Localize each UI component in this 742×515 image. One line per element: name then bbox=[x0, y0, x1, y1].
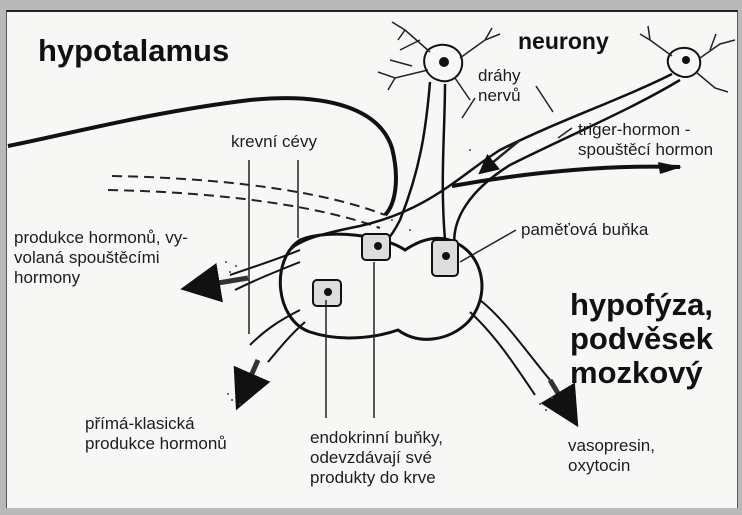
label-neurons: neurony bbox=[518, 28, 609, 54]
neuron-nucleus-left bbox=[439, 57, 449, 67]
label-endocrine-cells: endokrinní buňky, odevzdávají své produk… bbox=[310, 428, 443, 488]
label-vasopressin: vasopresin, oxytocin bbox=[568, 436, 655, 476]
label-pituitary: hypofýza, podvěsek mozkový bbox=[570, 288, 713, 390]
title-hypothalamus: hypotalamus bbox=[38, 34, 229, 68]
arrow-down-right-output bbox=[550, 380, 568, 410]
label-blood-vessels: krevní cévy bbox=[231, 132, 317, 152]
neuron-nucleus-right bbox=[682, 56, 690, 64]
blood-vessel-dashed-2 bbox=[108, 190, 380, 228]
vessel-branch-right bbox=[470, 300, 550, 395]
label-nerve-tracts: dráhy nervů bbox=[478, 66, 521, 106]
label-triggered-production: produkce hormonů, vy- volaná spouštěcími… bbox=[14, 228, 188, 288]
label-memory-cell: paměťová buňka bbox=[521, 220, 648, 240]
label-direct-production: přímá-klasická produkce hormonů bbox=[85, 414, 227, 454]
arrow-down-left-output bbox=[244, 360, 258, 392]
vessel-branch-low bbox=[250, 310, 305, 362]
vessel-branch-left bbox=[230, 250, 300, 290]
axon-tract-left-2 bbox=[443, 84, 445, 240]
arrow-left-output bbox=[200, 278, 248, 286]
hypothalamus-outline bbox=[8, 98, 396, 215]
label-trigger-hormone: triger-hormon - spouštěcí hormon bbox=[578, 120, 713, 160]
